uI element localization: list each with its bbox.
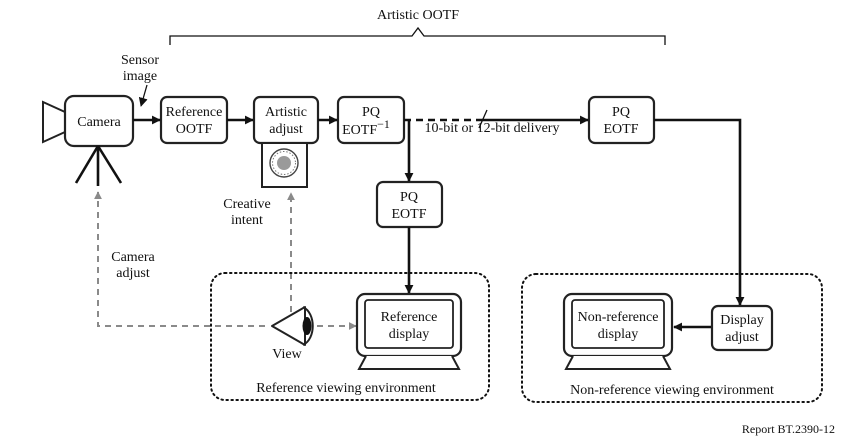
pq-eotf-inverse-label-line1: PQ bbox=[362, 105, 380, 120]
display-adjust-label-line1: Display bbox=[720, 313, 764, 328]
delivery-label: 10-bit or 12-bit delivery bbox=[425, 121, 560, 136]
non-reference-display-monitor bbox=[562, 292, 674, 370]
artistic-ootf-bracket bbox=[169, 26, 666, 45]
view-label: View bbox=[272, 347, 302, 362]
camera-adjust-label-line1: Camera bbox=[111, 250, 155, 265]
signal-flow bbox=[133, 109, 745, 332]
sensor-image-label-line2: image bbox=[123, 69, 157, 84]
display-adjust-label-line2: adjust bbox=[725, 330, 759, 345]
feedback-paths bbox=[94, 191, 357, 330]
control-knob-icon bbox=[261, 142, 308, 188]
reference-ootf-label-line2: OOTF bbox=[176, 122, 213, 137]
camera-label: Camera bbox=[77, 115, 121, 130]
pq-eotf-inverse-base: EOTF bbox=[342, 123, 377, 138]
creative-intent-label-line1: Creative bbox=[223, 197, 270, 212]
eye-icon bbox=[271, 306, 314, 346]
camera-icon bbox=[42, 94, 135, 186]
reference-display-monitor bbox=[355, 292, 463, 370]
non-reference-display-label-line1: Non-reference bbox=[578, 310, 659, 325]
reference-ootf-label-line1: Reference bbox=[166, 105, 223, 120]
report-caption: Report BT.2390-12 bbox=[742, 422, 835, 436]
sensor-image-arrow bbox=[138, 84, 148, 107]
artistic-adjust-label-line2: adjust bbox=[269, 122, 303, 137]
reference-display-label-line2: display bbox=[389, 327, 429, 342]
pq-eotf-delivery-label-line1: PQ bbox=[612, 105, 630, 120]
artistic-ootf-label: Artistic OOTF bbox=[377, 8, 459, 23]
non-reference-env-label: Non-reference viewing environment bbox=[570, 383, 774, 398]
creative-intent-label-line2: intent bbox=[231, 213, 263, 228]
reference-viewing-environment bbox=[210, 272, 490, 401]
pq-eotf-reference-label-line2: EOTF bbox=[392, 207, 427, 222]
reference-env-label: Reference viewing environment bbox=[256, 381, 436, 396]
reference-display-label-line1: Reference bbox=[381, 310, 438, 325]
sensor-image-label-line1: Sensor bbox=[121, 53, 159, 68]
display-adjust-box bbox=[710, 304, 774, 352]
non-reference-display-label-line2: display bbox=[598, 327, 638, 342]
pq-eotf-inverse-superscript: −1 bbox=[377, 117, 390, 131]
camera-adjust-label-line2: adjust bbox=[116, 266, 150, 281]
pq-eotf-delivery-label-line2: EOTF bbox=[604, 122, 639, 137]
pq-eotf-reference-label-line1: PQ bbox=[400, 190, 418, 205]
non-reference-viewing-environment bbox=[521, 273, 823, 403]
pq-eotf-inverse-label-line2: EOTF−1 bbox=[342, 117, 390, 138]
artistic-adjust-label-line1: Artistic bbox=[265, 105, 307, 120]
